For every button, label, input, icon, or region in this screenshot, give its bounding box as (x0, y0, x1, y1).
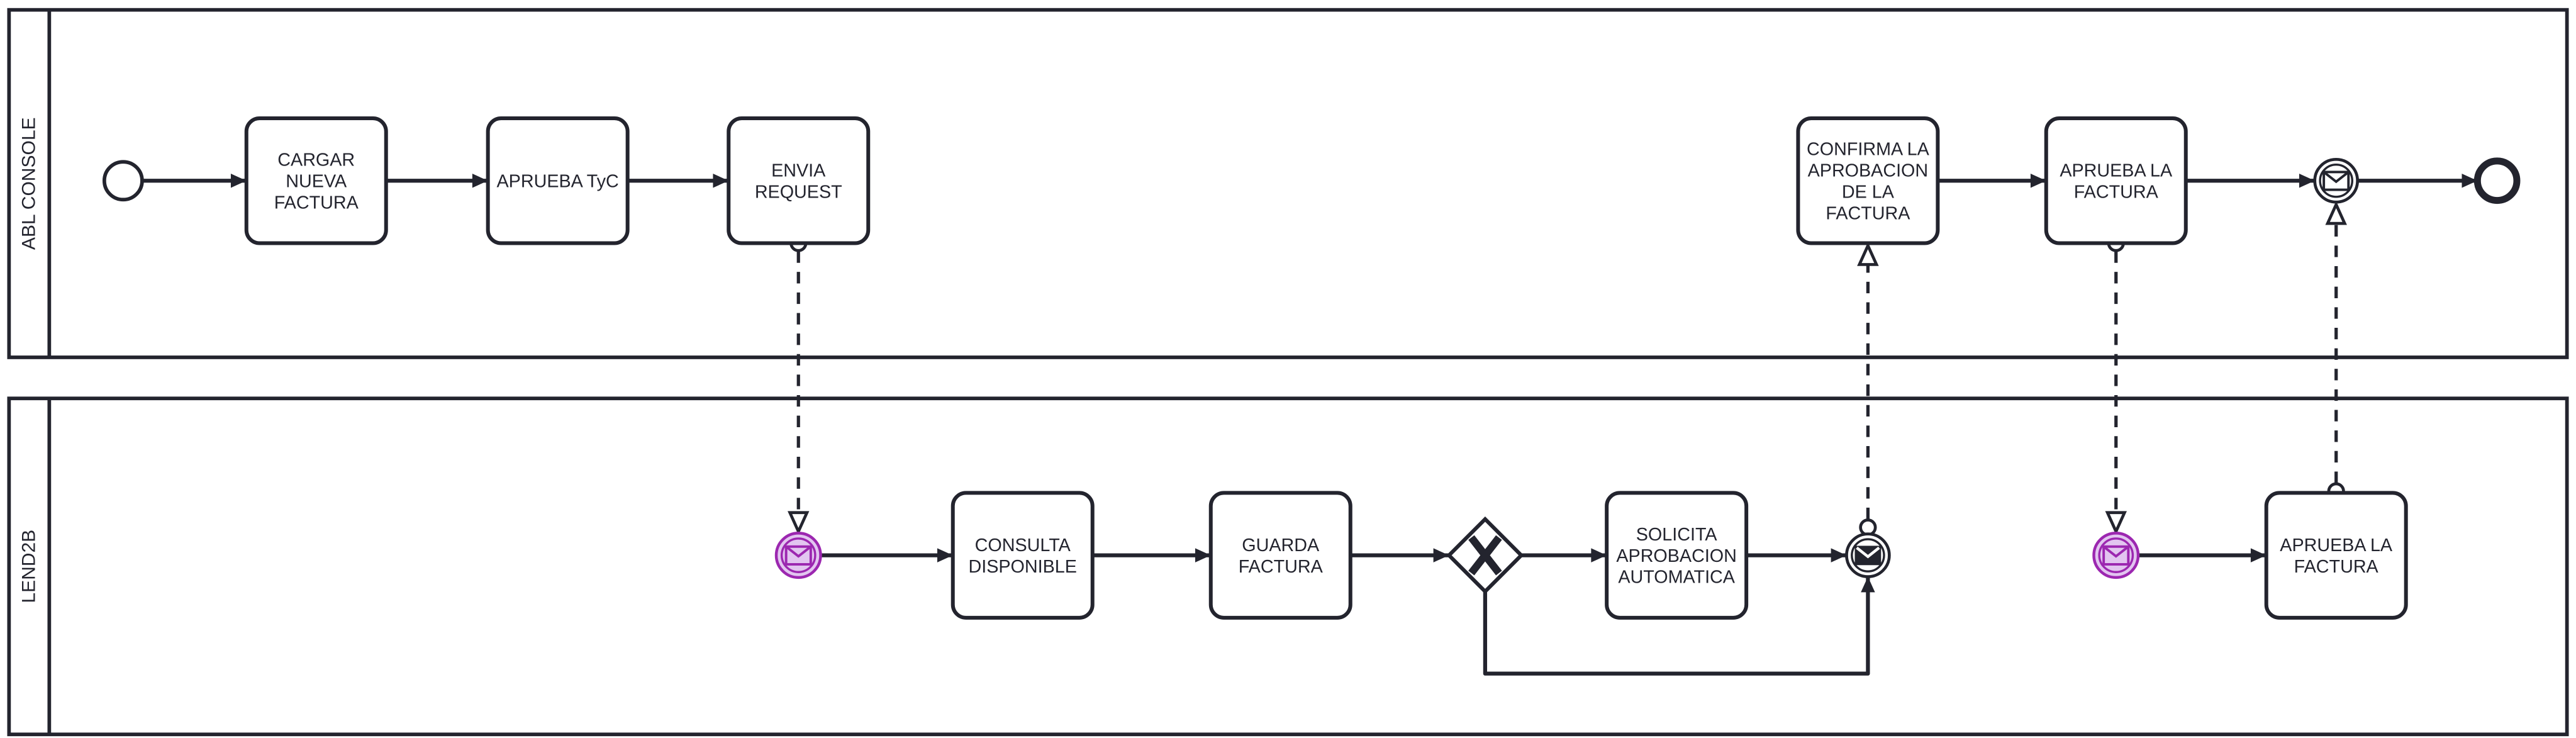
sf-guarda-gateway (1350, 548, 1449, 562)
intermediate-message-catch-event[interactable] (2313, 157, 2360, 204)
task-solicita-aprobacion-automatica-box[interactable] (1605, 491, 1749, 620)
task-envia-request-box[interactable] (727, 116, 871, 245)
sf-tyc-envia (627, 174, 729, 188)
sequence-arrowhead-icon (1591, 548, 1607, 562)
sf-gateway-solicita (1521, 548, 1607, 562)
sf-purple1-consulta (820, 548, 953, 562)
intermediate-message-throw-event[interactable] (1845, 532, 1891, 578)
sequence-arrowhead-icon (230, 174, 247, 188)
sequence-arrowhead-icon (472, 174, 488, 188)
sequence-arrowhead-icon (2299, 174, 2315, 188)
pool-lend2b-label: LEND2B (19, 530, 40, 603)
sequence-arrowhead-icon (1433, 548, 1449, 562)
task-confirma-la-aprobacion-de-la-factura-label-line: APROBACION (1808, 160, 1929, 181)
pool-abl-console-label: ABL CONSOLE (19, 117, 40, 250)
task-envia-request-label-line: REQUEST (755, 182, 842, 202)
task-aprueba-la-factura-bottom-label-line: FACTURA (2294, 557, 2379, 577)
x-marker-icon (1468, 535, 1502, 576)
sequence-arrowhead-icon (937, 548, 953, 562)
task-cargar-nueva-factura-label-line: NUEVA (286, 171, 347, 191)
task-guarda-factura-label-line: FACTURA (1239, 557, 1324, 577)
sf-aprueba-msg (2185, 174, 2315, 188)
sf-start-cargar (142, 174, 247, 188)
task-solicita-aprobacion-automatica-label-line: APROBACION (1616, 546, 1737, 566)
task-aprueba-la-factura-bottom-box[interactable] (2264, 491, 2408, 620)
task-confirma-la-aprobacion-de-la-factura-label-line: CONFIRMA LA (1807, 140, 1930, 160)
task-confirma-la-aprobacion-de-la-factura-label-line: DE LA (1842, 182, 1895, 202)
sf-confirma-aprueba (1938, 174, 2046, 188)
start-event-circle[interactable] (102, 160, 144, 202)
envelope-flap-icon (2102, 545, 2129, 558)
sequence-arrowhead-icon (713, 174, 729, 188)
envelope-flap-icon (785, 545, 812, 558)
task-cargar-nueva-factura-box[interactable] (244, 116, 388, 245)
end-event-circle[interactable] (2473, 157, 2521, 204)
message-catch-event-purple-1[interactable] (774, 532, 822, 579)
sf-solicita-throw (1746, 548, 1847, 562)
task-aprueba-la-factura-bottom-label-line: APRUEBA LA (2280, 535, 2393, 556)
exclusive-gateway[interactable] (1446, 516, 1524, 595)
task-solicita-aprobacion-automatica-label-line: SOLICITA (1636, 525, 1718, 545)
task-consulta-disponible-label-line: CONSULTA (975, 535, 1071, 556)
task-guarda-factura-box[interactable] (1208, 491, 1352, 620)
sf-purple2-aprueba (2138, 548, 2267, 562)
task-aprueba-tyc-box[interactable] (486, 116, 630, 245)
end-event[interactable] (2473, 157, 2521, 204)
sf-cargar-tyc (386, 174, 488, 188)
envelope-flap-icon (2322, 171, 2350, 184)
event-inner-circle (2098, 537, 2134, 573)
sequence-arrowhead-icon (2030, 174, 2046, 188)
sequence-arrowhead-icon (1831, 548, 1847, 562)
task-guarda-factura-label-line: GUARDA (1242, 535, 1320, 556)
message-arrowhead-icon (2105, 511, 2127, 535)
sequence-arrowhead-icon (2462, 174, 2478, 188)
task-confirma-la-aprobacion-de-la-factura-box[interactable] (1796, 116, 1940, 245)
task-confirma-la-aprobacion-de-la-factura-label-line: FACTURA (1826, 203, 1910, 223)
sf-gateway-loop-throw (1483, 576, 1875, 676)
event-inner-circle (780, 537, 817, 573)
task-aprueba-la-factura-top-label-line: FACTURA (2074, 182, 2159, 202)
sequence-arrowhead-icon (1195, 548, 1211, 562)
event-inner-circle (2319, 163, 2353, 198)
message-catch-event-purple-2[interactable] (2092, 532, 2140, 579)
task-aprueba-la-factura-top-label-line: APRUEBA LA (2060, 160, 2173, 181)
sf-consulta-guarda (1092, 548, 1211, 562)
message-arrowhead-icon (1857, 242, 1879, 266)
sf-msg-end (2357, 174, 2478, 188)
message-arrowhead-icon (2325, 201, 2347, 225)
task-envia-request-label-line: ENVIA (771, 160, 826, 181)
task-consulta-disponible-box[interactable] (951, 491, 1095, 620)
sequence-arrowhead-icon (2250, 548, 2267, 562)
task-aprueba-la-factura-top-box[interactable] (2044, 116, 2188, 245)
task-cargar-nueva-factura-label-line: CARGAR (277, 150, 355, 170)
sequence-flow-line (1483, 576, 1870, 676)
message-arrowhead-icon (788, 511, 810, 535)
task-cargar-nueva-factura-label-line: FACTURA (274, 193, 359, 213)
envelope-flap-icon (1856, 546, 1880, 559)
start-event[interactable] (102, 160, 144, 202)
task-aprueba-tyc-label-line: APRUEBA TyC (497, 171, 619, 191)
event-inner-circle (1851, 538, 1885, 573)
task-solicita-aprobacion-automatica-label-line: AUTOMATICA (1618, 567, 1735, 588)
task-consulta-disponible-label-line: DISPONIBLE (969, 557, 1077, 577)
sequence-arrowhead-icon (1861, 576, 1875, 593)
task-aprueba-tyc[interactable]: APRUEBA TyC (486, 116, 630, 245)
